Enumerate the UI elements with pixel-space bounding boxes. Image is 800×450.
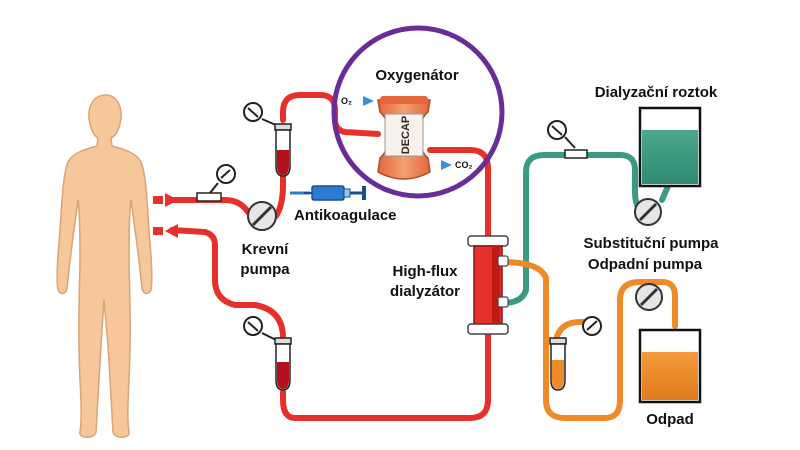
co2-label: CO₂ [455, 160, 473, 170]
dialyzer-label-line1: High-flux [393, 263, 459, 280]
oxygenator-device [363, 96, 452, 180]
patient-figure [56, 94, 153, 438]
oxygenator-highlight-circle [331, 25, 505, 199]
dialyzer-label-line2: dialyzátor [390, 283, 460, 300]
direction-arrow-icon [153, 193, 178, 238]
pressure-gauge-icon [243, 316, 277, 341]
bag-icon [638, 328, 702, 404]
blood-circuit [169, 92, 491, 421]
roller-pump-icon [634, 198, 662, 226]
waste-label: Odpad [646, 411, 694, 428]
o2-label: O₂ [341, 96, 352, 106]
dialyzer-device [467, 235, 509, 335]
waste-pump-label: Odpadní pumpa [588, 256, 703, 273]
waste-circuit [500, 259, 678, 421]
syringe-icon [304, 185, 366, 201]
drip-chamber-icon [274, 123, 292, 177]
drip-chamber-icon [274, 337, 292, 391]
roller-pump-icon [635, 283, 663, 311]
pressure-gauge-icon [582, 316, 602, 336]
substitution-pump-label: Substituční pumpa [584, 235, 720, 252]
bag-icon [638, 106, 702, 188]
blood-pump-label-line1: Krevní [242, 241, 290, 258]
pressure-gauge-icon [196, 164, 236, 202]
drip-chamber-icon [549, 337, 567, 391]
oxygenator-label: Oxygenátor [375, 67, 459, 84]
dialysate-solution-label: Dialyzační roztok [595, 84, 718, 101]
pressure-gauge-icon [243, 102, 277, 126]
roller-pump-icon [247, 201, 277, 231]
blood-pump-label-line2: pumpa [240, 261, 290, 278]
pressure-gauge-icon [547, 120, 588, 159]
anticoagulant-label: Antikoagulace [294, 207, 397, 224]
decap-label: DECAP [400, 116, 412, 155]
